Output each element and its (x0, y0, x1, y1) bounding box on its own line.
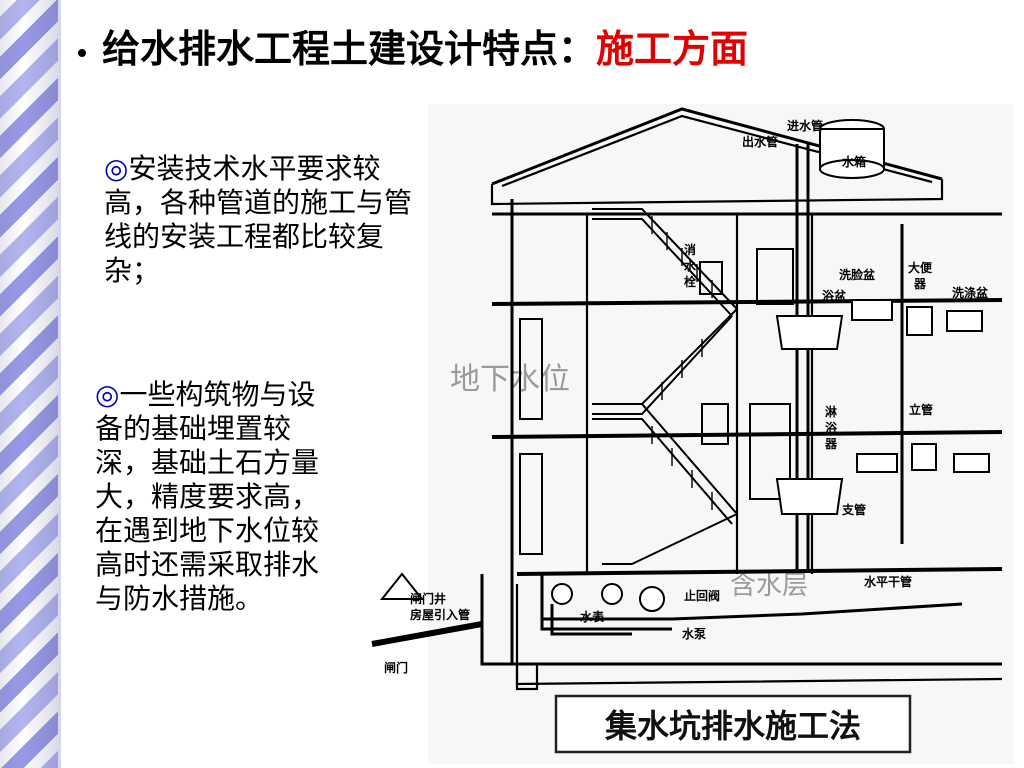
label-branch-pipe: 支管 (841, 502, 866, 517)
staircase (592, 208, 738, 565)
label-toilet-1: 大便 (908, 260, 933, 275)
label-gate: 闸门 (384, 660, 408, 675)
fixtures (379, 299, 990, 612)
label-bathtub: 浴盆 (822, 288, 847, 303)
label-riser: 立管 (909, 402, 933, 417)
water-tank (819, 119, 885, 179)
label-water-tank: 水箱 (842, 154, 866, 169)
label-shower-1: 淋 (825, 404, 837, 419)
label-shower-3: 器 (824, 437, 838, 451)
building-structure (480, 107, 1003, 691)
label-hydrant-2: 水 (684, 258, 697, 273)
point-1-text: 安装技术水平要求较高，各种管道的施工与管线的安装工程都比较复杂； (104, 152, 413, 287)
title-prefix: 给水排水工程土建设计特点： (102, 26, 597, 71)
label-house-inlet: 房屋引入管 (410, 607, 470, 622)
label-inlet-pipe: 进水管 (787, 118, 823, 133)
decorative-stripe (0, 0, 61, 768)
label-sink: 洗涤盆 (952, 285, 989, 300)
label-horizontal-main: 水平干管 (864, 574, 912, 589)
caption-box (554, 694, 912, 754)
title-accent: 施工方面 (596, 26, 749, 71)
label-shower-2: 浴 (825, 420, 838, 435)
label-hydrant-3: 栓 (684, 274, 696, 289)
point-2: ◎一些构筑物与设备的基础埋置较深，基础土石方量大，精度要求高，在遇到地下水位较高… (95, 378, 340, 616)
diagram-caption: 集水坑排水施工法 (604, 707, 861, 745)
title-bullet-icon (78, 48, 86, 57)
label-pump: 水泵 (682, 626, 706, 641)
slide-title: 给水排水工程土建设计特点：施工方面 (78, 18, 748, 73)
label-gate-well: 闸门井 (410, 591, 446, 606)
point-mark-icon: ◎ (104, 152, 129, 185)
point-2-text: 一些构筑物与设备的基础埋置较深，基础土石方量大，精度要求高，在遇到地下水位较高时… (95, 378, 320, 615)
watermark-aquifer: 含水层 (730, 571, 808, 601)
building-water-supply-diagram: 地下水位 含水层 (371, 104, 1014, 764)
label-hydrant-1: 消 (684, 242, 696, 257)
decorative-stripe-shade (0, 0, 58, 768)
doors-windows (519, 248, 794, 555)
label-outlet-pipe: 出水管 (742, 134, 778, 149)
label-toilet-2: 器 (913, 277, 927, 291)
label-check-valve: 止回阀 (684, 588, 720, 603)
point-1: ◎安装技术水平要求较高，各种管道的施工与管线的安装工程都比较复杂； (104, 152, 414, 288)
label-washbasin: 洗脸盆 (839, 267, 876, 282)
watermark-groundwater: 地下水位 (450, 362, 570, 397)
point-mark-icon: ◎ (95, 378, 120, 411)
label-water-meter: 水表 (580, 609, 605, 624)
